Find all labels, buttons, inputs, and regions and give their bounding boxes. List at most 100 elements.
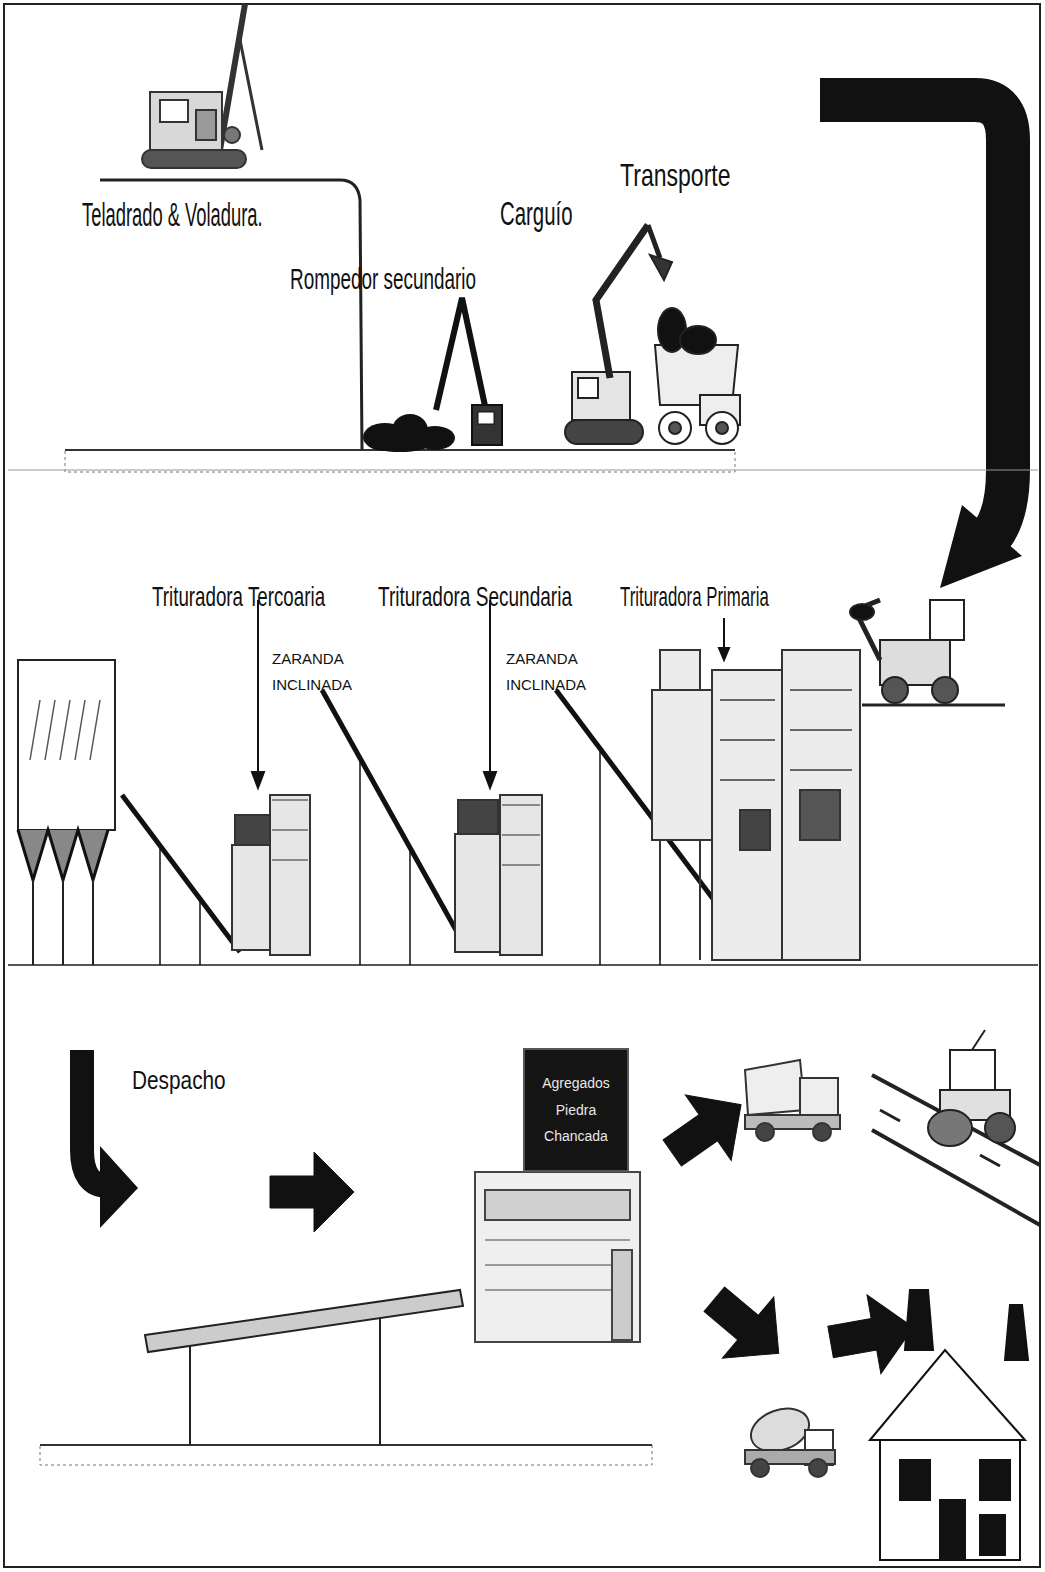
crusher-label: Trituradora Tercoaria [152, 582, 325, 613]
conveyor-belt-part [199, 900, 201, 965]
leader-arrow-part [489, 600, 491, 775]
conveyor-belt-part [122, 795, 240, 952]
dispatch-conveyor-part [379, 1318, 381, 1445]
primary-crusher-plant-part [740, 810, 770, 850]
dump-truck-part [659, 412, 691, 444]
dump-truck [655, 308, 740, 444]
secondary-crusher-part [500, 795, 542, 955]
dispatch-conveyor [145, 1290, 463, 1445]
flow-arrow-part [820, 100, 1008, 545]
leader-arrow-part [252, 772, 264, 788]
road-roller-part [928, 1110, 972, 1146]
road-roller-part [985, 1113, 1015, 1143]
leader-arrow-part [723, 618, 725, 650]
tertiary-crusher [232, 795, 310, 955]
house-part [980, 1460, 1010, 1500]
sign-text: Agregados Piedra Chancada [529, 1070, 623, 1150]
primary-crusher-plant [652, 650, 860, 960]
conveyor-belt-part [599, 750, 601, 965]
primary-crusher-plant-part [720, 690, 852, 780]
mixer-truck [745, 1401, 835, 1477]
house-part [1005, 1305, 1028, 1360]
leader-arrow-part [484, 772, 496, 788]
secondary-crusher-part [455, 834, 503, 952]
excavator-part [596, 225, 648, 378]
excavator-part [578, 378, 598, 398]
secondary-crusher-part [458, 800, 498, 834]
road [872, 1075, 1040, 1225]
dump-truck-part [813, 1123, 831, 1141]
storage-silo-part [18, 830, 108, 880]
leader-arrow-part [257, 600, 259, 775]
dispatch-building-part [612, 1250, 632, 1340]
storage-silo [18, 660, 115, 965]
ground-panel-2-part [8, 470, 1038, 471]
dispatch-conveyor-part [145, 1290, 463, 1352]
primary-crusher-plant-part [800, 790, 840, 840]
conveyor-belt-part [409, 850, 411, 965]
primary-crusher-plant-part [660, 650, 700, 690]
excavator-part [565, 420, 643, 444]
ground-panel-1 [65, 450, 735, 472]
sign-board: Agregados Piedra Chancada [523, 1048, 629, 1172]
dump-truck-part [716, 422, 728, 434]
excavator-part [572, 372, 630, 420]
dump-truck-part [669, 422, 681, 434]
house-part [940, 1500, 965, 1558]
stage-label: Teladrado & Voladura. [82, 196, 263, 233]
primary-crusher-plant-part [659, 840, 661, 960]
drill-rig-part [220, 4, 245, 150]
crusher-label: Trituradora Primaria [620, 582, 769, 613]
drill-rig-part [142, 150, 246, 168]
dump-truck-part [756, 1123, 774, 1141]
house-part [980, 1515, 1005, 1555]
front-loader-part [862, 704, 1005, 707]
ground-panel-2 [8, 470, 1038, 965]
conveyor-belt-part [359, 760, 361, 965]
dump-truck-part [706, 412, 738, 444]
house-part [900, 1460, 930, 1500]
primary-crusher-plant-part [782, 650, 860, 960]
ground-panel-2-part [8, 964, 1038, 966]
rock-breaker-part [472, 405, 502, 445]
conveyor-belt [122, 690, 750, 965]
dispatch-conveyor-part [189, 1345, 191, 1445]
ground-panel-3 [40, 1445, 652, 1465]
rock-breaker-part [436, 298, 488, 420]
secondary-crusher [455, 795, 542, 955]
house-part [870, 1350, 1025, 1440]
dispatch-building-part [485, 1240, 630, 1290]
dump-truck-part [680, 326, 716, 354]
drill-rig-part [240, 40, 262, 150]
front-loader-part [930, 600, 964, 640]
tertiary-crusher-part [270, 795, 310, 955]
mixer-truck-part [751, 1459, 769, 1477]
screen-label: ZARANDA INCLINADA [272, 646, 364, 697]
road-roller-part [972, 1030, 985, 1050]
primary-crusher-plant-part [712, 670, 782, 960]
rock-breaker-part [478, 412, 494, 424]
excavator-part [650, 255, 672, 280]
flow-arrow-part [689, 1269, 805, 1384]
flow-arrow [820, 100, 1022, 588]
dispatch-building-part [485, 1190, 630, 1220]
secondary-crusher-part [502, 805, 540, 865]
tertiary-crusher-part [272, 800, 308, 860]
ground-panel-3-part [40, 1445, 652, 1465]
road-roller [928, 1030, 1015, 1146]
drill-rig [142, 4, 262, 168]
drill-rig-part [150, 92, 222, 150]
primary-crusher-plant-part [652, 690, 712, 840]
frame [4, 4, 1040, 1567]
house [870, 1290, 1028, 1560]
house-part [880, 1440, 1020, 1560]
flow-arrow-part [270, 1152, 354, 1232]
flow-arrow [82, 1050, 920, 1384]
drill-rig-part [160, 100, 188, 122]
house-part [905, 1290, 933, 1350]
ground-panel-3-part [40, 1444, 652, 1446]
leader-arrow-part [719, 648, 729, 660]
conveyor-belt-part [322, 690, 466, 948]
rock-breaker [436, 298, 502, 445]
